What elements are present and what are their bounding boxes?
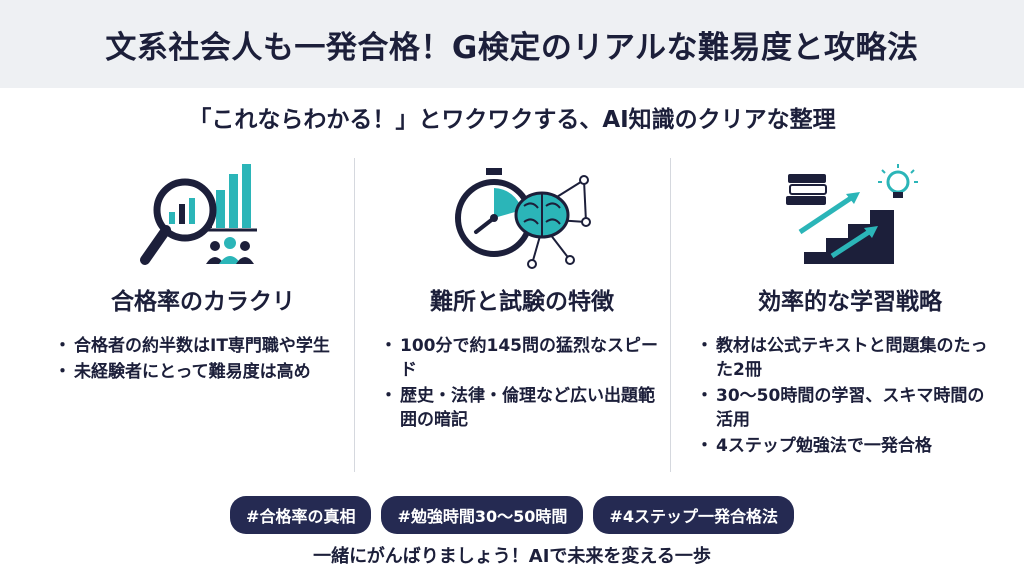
footer-message: 一緒にがんばりましょう！AIで未来を変える一歩 — [313, 546, 711, 567]
bullet-item: 30〜50時間の学習、スキマ時間の活用 — [696, 384, 1000, 432]
column-heading: 合格率のカラクリ — [111, 289, 295, 315]
hashtag-badge: #勉強時間30〜50時間 — [381, 496, 584, 534]
bullet-item: 歴史・法律・倫理など広い出題範囲の暗記 — [380, 384, 660, 432]
title-banner: 文系社会人も一発合格！G検定のリアルな難易度と攻略法 — [0, 0, 1024, 88]
stopwatch-brain-network-icon — [455, 168, 591, 269]
hashtag-badge: #合格率の真相 — [230, 496, 372, 534]
bullet-list: 教材は公式テキストと問題集のたった2冊 30〜50時間の学習、スキマ時間の活用 … — [696, 334, 1000, 458]
column-exam-features: 難所と試験の特徴 100分で約145問の猛烈なスピード 歴史・法律・倫理など広い… — [380, 160, 660, 434]
bullet-list: 合格者の約半数はIT専門職や学生 未経験者にとって難易度は高め — [54, 334, 348, 384]
bullet-item: 未経験者にとって難易度は高め — [54, 360, 348, 384]
column-divider — [354, 158, 355, 472]
column-pass-rate: 合格率のカラクリ 合格者の約半数はIT専門職や学生 未経験者にとって難易度は高め — [54, 160, 348, 386]
hashtag-row: #合格率の真相 #勉強時間30〜50時間 #4ステップ一発合格法 — [0, 496, 1024, 534]
page-subtitle: 「これならわかる！」とワクワクする、AI知識のクリアな整理 — [188, 107, 836, 133]
magnifier-chart-people-icon — [140, 164, 257, 265]
books-stairs-lightbulb-icon — [786, 164, 918, 264]
bullet-item: 合格者の約半数はIT専門職や学生 — [54, 334, 348, 358]
page-title: 文系社会人も一発合格！G検定のリアルな難易度と攻略法 — [105, 29, 919, 66]
bullet-item: 教材は公式テキストと問題集のたった2冊 — [696, 334, 1000, 382]
bullet-item: 4ステップ勉強法で一発合格 — [696, 434, 1000, 458]
column-heading: 難所と試験の特徴 — [430, 289, 614, 315]
bullet-item: 100分で約145問の猛烈なスピード — [380, 334, 660, 382]
bullet-list: 100分で約145問の猛烈なスピード 歴史・法律・倫理など広い出題範囲の暗記 — [380, 334, 660, 432]
hashtag-badge: #4ステップ一発合格法 — [593, 496, 794, 534]
column-study-strategy: 効率的な学習戦略 教材は公式テキストと問題集のたった2冊 30〜50時間の学習、… — [696, 160, 1000, 460]
column-divider — [670, 158, 671, 472]
column-heading: 効率的な学習戦略 — [758, 289, 942, 315]
